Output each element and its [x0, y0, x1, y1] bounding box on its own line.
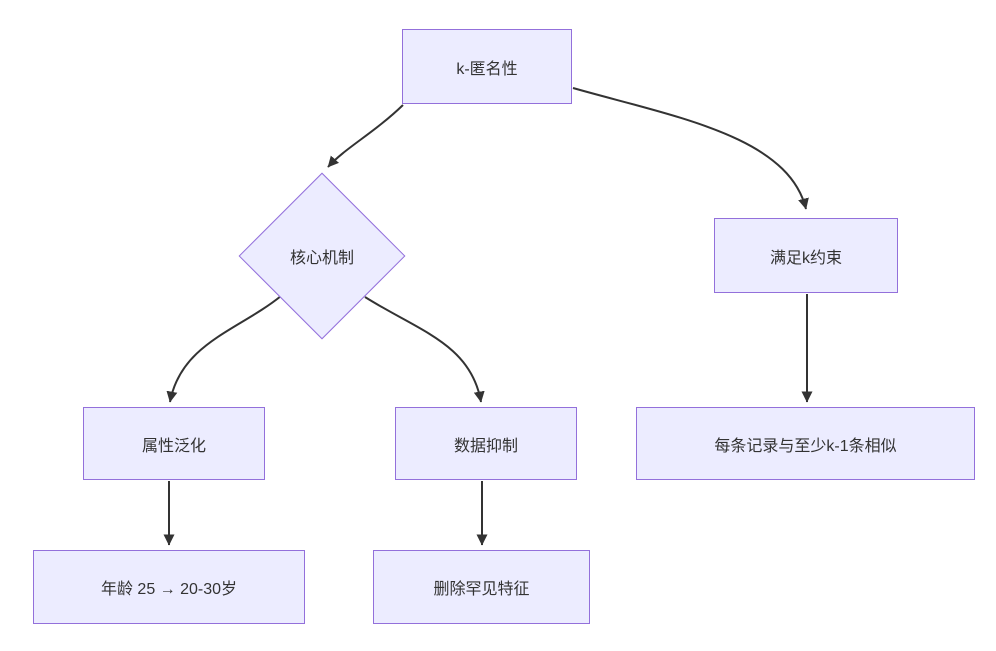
- node-attribute-generalization-label: 属性泛化: [141, 437, 206, 455]
- node-k-anonymity-label: k-匿名性: [456, 60, 518, 78]
- node-age-generalization-example-label: 年龄 25 → 20-30岁: [100, 581, 238, 598]
- edge-core-mechanism-to-attribute-generalization: [166, 295, 282, 403]
- node-data-suppression: 数据抑制: [395, 407, 577, 480]
- node-record-similarity-label: 每条记录与至少k-1条相似: [714, 437, 897, 455]
- node-satisfy-k-constraint-label: 满足k约束: [769, 249, 842, 267]
- node-satisfy-k-constraint: 满足k约束: [714, 218, 898, 293]
- node-k-anonymity: k-匿名性: [402, 29, 572, 104]
- edge-k-anonymity-to-satisfy-k-constraint: [572, 87, 809, 210]
- node-remove-rare-features-label: 删除罕见特征: [433, 581, 530, 598]
- node-record-similarity: 每条记录与至少k-1条相似: [636, 407, 975, 480]
- node-data-suppression-label: 数据抑制: [453, 437, 518, 455]
- edge-k-anonymity-to-core-mechanism: [327, 104, 404, 168]
- node-remove-rare-features: 删除罕见特征: [373, 550, 590, 624]
- node-core-mechanism-label: 核心机制: [289, 250, 354, 267]
- edge-core-mechanism-to-data-suppression: [364, 296, 485, 403]
- node-age-generalization-example: 年龄 25 → 20-30岁: [33, 550, 305, 624]
- node-attribute-generalization: 属性泛化: [83, 407, 265, 480]
